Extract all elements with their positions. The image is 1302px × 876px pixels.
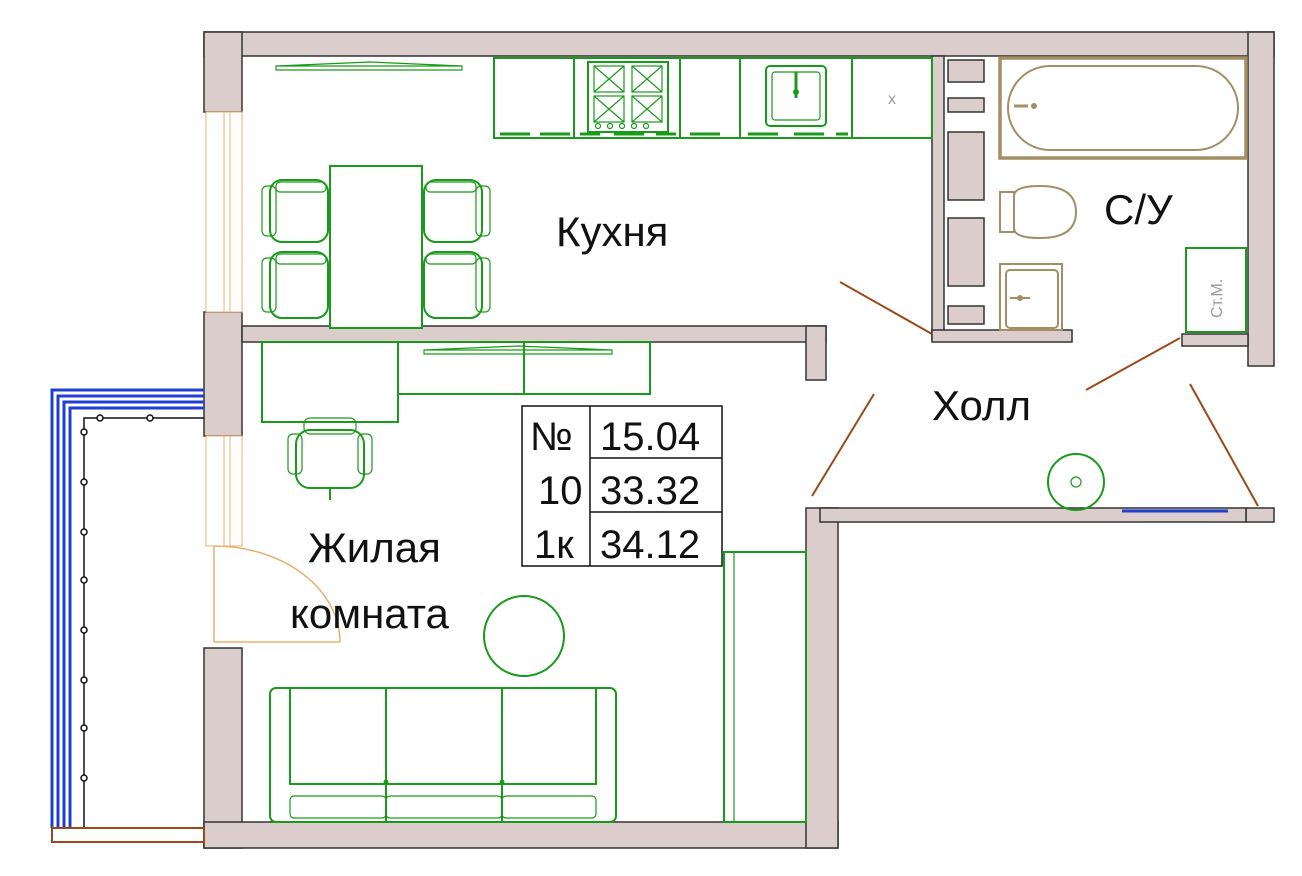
appliance-mark: x	[888, 91, 896, 108]
vent-block-1	[947, 59, 985, 83]
info-value-number: 15.04	[600, 415, 700, 459]
wall-partition-stub	[805, 325, 827, 381]
bathroom-fixtures: Ст.М.	[998, 56, 1248, 333]
balcony-door	[213, 545, 341, 643]
wall-bathroom-left	[931, 55, 945, 341]
info-value-area-living: 33.32	[600, 469, 700, 513]
riser-label: Ст.М.	[1209, 279, 1226, 318]
wall-bottom	[203, 821, 839, 849]
wall-bathroom-bottom	[931, 329, 1073, 343]
dining-table	[329, 165, 423, 329]
info-table: № 15.04 10 33.32 1к 34.12	[521, 405, 723, 567]
wall-hall-bottom	[805, 507, 839, 849]
info-key-rooms: 1к	[534, 523, 574, 567]
wall-right-stub	[1245, 507, 1275, 523]
vent-block-3	[947, 131, 985, 201]
coffee-table	[483, 595, 565, 677]
wall-right	[1247, 31, 1275, 367]
room-label-kitchen: Кухня	[556, 208, 668, 255]
room-label-bathroom: С/У	[1104, 186, 1173, 233]
room-label-hall: Холл	[932, 382, 1031, 429]
wardrobe	[723, 551, 807, 823]
dining-chairs	[261, 179, 491, 319]
vent-block-4	[947, 217, 985, 287]
toilet	[999, 184, 1078, 240]
living-furniture	[261, 341, 807, 823]
wall-left-upper	[203, 31, 243, 113]
office-chair	[287, 417, 373, 500]
kitchen-sink	[765, 65, 827, 127]
sofa	[269, 687, 617, 823]
appliance	[851, 57, 933, 139]
windows	[205, 111, 243, 547]
hall-fixtures	[1047, 453, 1105, 511]
door-kitchen	[839, 281, 933, 335]
door-entrance	[1189, 383, 1259, 507]
room-label-living-1: Жилая	[308, 524, 441, 571]
wall-left-mid	[203, 311, 243, 437]
vent-block-5	[947, 305, 985, 325]
bathtub	[998, 56, 1248, 160]
walls	[203, 31, 1275, 849]
info-value-area-total: 34.12	[600, 523, 700, 567]
kitchen-counter	[493, 57, 933, 139]
kitchen-shelf	[275, 61, 463, 71]
info-key-number: №	[530, 415, 573, 459]
kitchen-furniture: x	[261, 57, 933, 329]
desk	[261, 341, 399, 423]
info-key-floor: 10	[538, 469, 583, 513]
balcony	[50, 388, 205, 843]
door-bathroom	[1085, 337, 1181, 391]
hall-round-table	[1047, 453, 1105, 511]
wall-top	[203, 31, 1275, 57]
doors	[811, 281, 1259, 513]
wall-left-lower	[203, 647, 243, 849]
door-living	[811, 393, 875, 497]
vent-block-2	[947, 97, 985, 113]
wall-bathroom-bottom-right	[1181, 333, 1249, 347]
bathroom-sink	[999, 263, 1063, 331]
washing-machine	[1185, 247, 1247, 333]
stove	[587, 61, 669, 133]
room-label-living-2: комната	[290, 590, 449, 637]
